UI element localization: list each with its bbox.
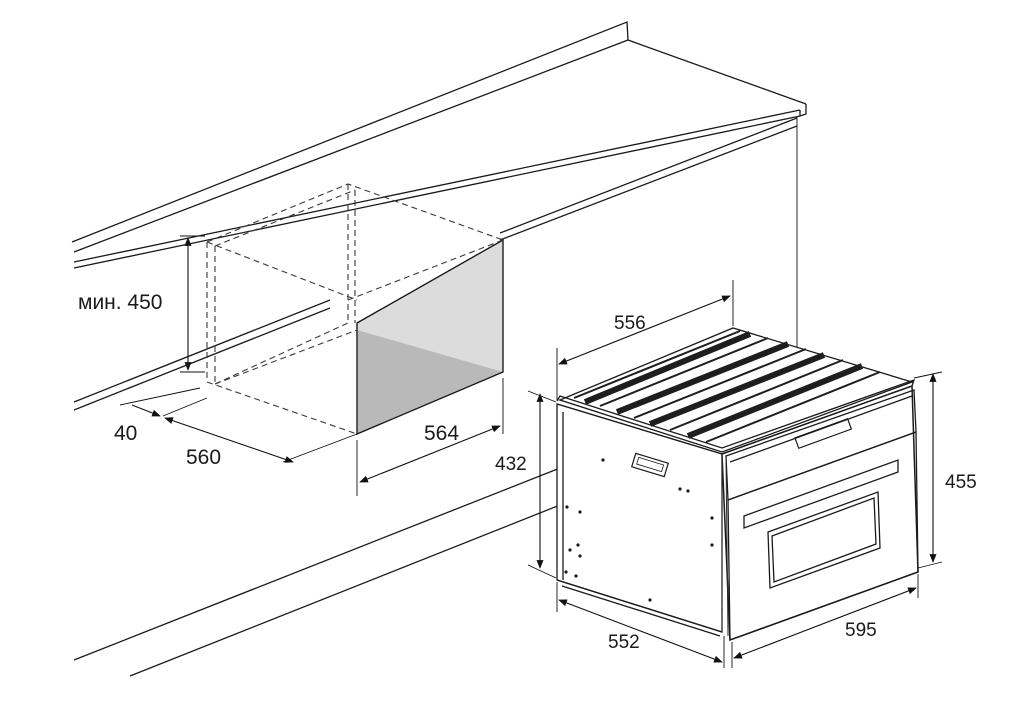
- niche-back-lower: [357, 330, 503, 434]
- oven-top-depth-label: 556: [614, 313, 646, 334]
- dimension-oven-height: [913, 371, 943, 569]
- dimension-niche-depth: [162, 397, 358, 463]
- niche-cutout: [206, 183, 504, 435]
- dimension-oven-width: [731, 574, 919, 668]
- oven-side-height-label: 432: [495, 454, 527, 475]
- dimension-gap: [119, 387, 201, 417]
- oven-height-label: 455: [945, 472, 977, 493]
- oven-width-label: 595: [845, 620, 877, 641]
- niche-depth-label: 560: [186, 446, 221, 469]
- oven: [556, 327, 919, 642]
- side-screws: [564, 458, 714, 602]
- dimension-oven-top-depth: [556, 280, 734, 400]
- dimension-oven-depth: [556, 582, 725, 668]
- niche-height-label: мин. 450: [78, 291, 162, 314]
- dimension-niche-height: [180, 235, 205, 373]
- control-panel-display: [794, 417, 853, 449]
- side-handle-slot: [630, 452, 670, 478]
- niche-width-label: 564: [424, 422, 459, 445]
- cabinet-front: [73, 117, 798, 677]
- oven-depth-label: 552: [608, 632, 640, 653]
- gap-label: 40: [114, 422, 137, 445]
- dimension-oven-side-height: [527, 390, 557, 579]
- dimension-niche-width: [356, 378, 504, 496]
- countertop: [71, 21, 807, 370]
